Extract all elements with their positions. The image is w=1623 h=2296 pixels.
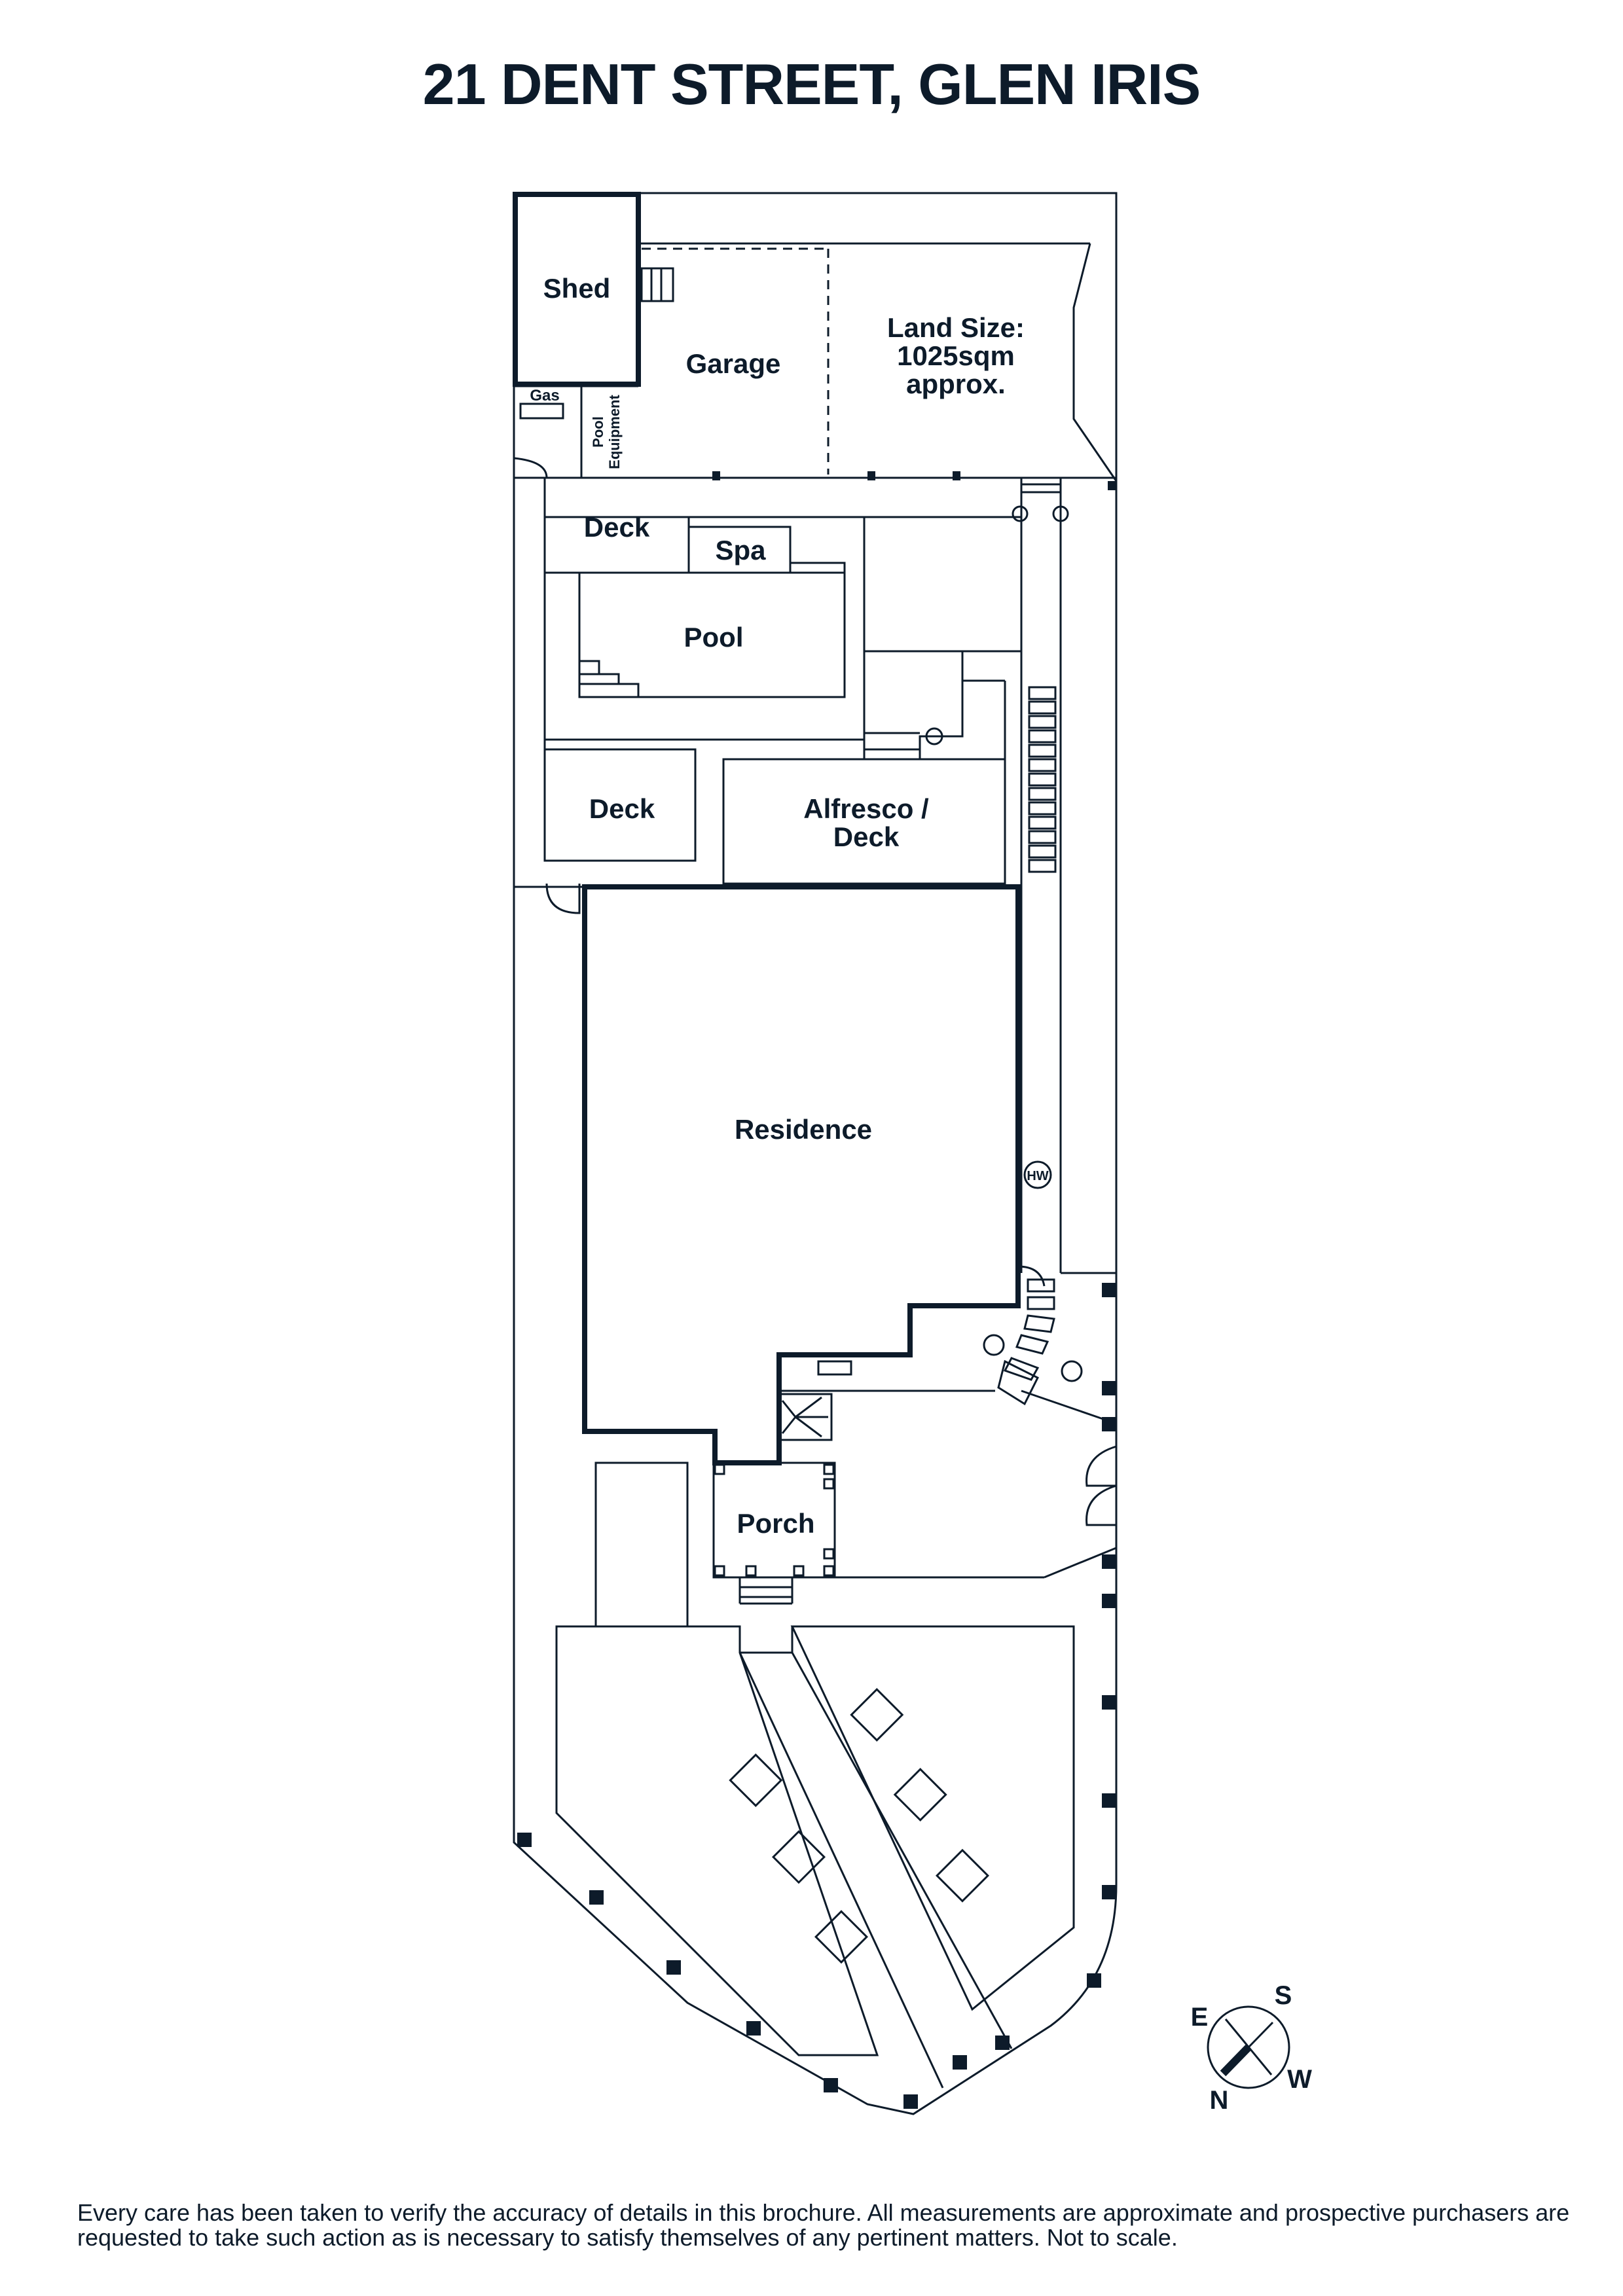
- disclaimer: Every care has been taken to verify the …: [77, 2199, 1570, 2251]
- label-porch: Porch: [737, 1508, 814, 1539]
- property-boundary: [513, 192, 1118, 2115]
- label-gas: Gas: [530, 387, 559, 404]
- label-pool-equipment-1: Pool: [590, 416, 606, 448]
- label-garage: Garage: [686, 348, 781, 379]
- label-residence: Residence: [735, 1114, 872, 1145]
- page-title: 21 DENT STREET, GLEN IRIS: [422, 52, 1201, 117]
- label-deck-top: Deck: [584, 512, 650, 543]
- fence-posts: [517, 471, 1117, 2109]
- compass-n: N: [1210, 2086, 1229, 2115]
- label-alfresco-2: Deck: [833, 821, 900, 852]
- compass-s: S: [1275, 1981, 1292, 2010]
- shed-outline: [513, 192, 641, 387]
- label-pool: Pool: [684, 622, 744, 653]
- label-alfresco-1: Alfresco /: [803, 793, 929, 824]
- residence-outline: [582, 884, 1021, 1465]
- label-spa: Spa: [715, 535, 766, 565]
- label-pool-equipment-2: Equipment: [606, 394, 623, 469]
- gate: [1072, 243, 1118, 482]
- label-deck-mid: Deck: [589, 793, 655, 824]
- label-land-size-1: Land Size:: [887, 312, 1025, 343]
- compass: E S W N: [1191, 1981, 1312, 2115]
- front-garden: [555, 1625, 879, 2056]
- compass-w: W: [1287, 2065, 1312, 2094]
- compass-e: E: [1191, 2003, 1209, 2032]
- label-land-size-3: approx.: [906, 368, 1006, 399]
- label-hw: HW: [1027, 1169, 1048, 1183]
- label-land-size-2: 1025sqm: [897, 340, 1015, 371]
- slat-stack: [1028, 686, 1057, 873]
- label-shed: Shed: [543, 273, 611, 304]
